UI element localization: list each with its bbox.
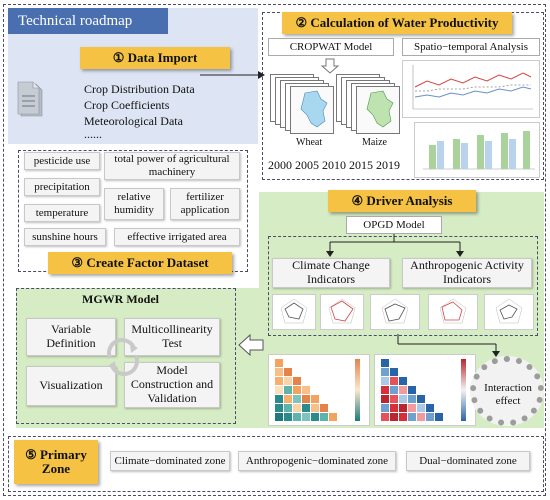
radar-chart-3 xyxy=(370,294,420,330)
mgwr-panel xyxy=(16,288,236,424)
multicollinearity-test-box: Multicollinearity Test xyxy=(124,318,220,356)
interaction-effect-circle xyxy=(470,356,544,426)
opgd-connector xyxy=(300,234,500,258)
visualization-box: Visualization xyxy=(26,366,116,406)
factor-machinery-power: total power of agricultural machinery xyxy=(104,152,240,180)
years-label: 2000 2005 2010 2015 2019 xyxy=(268,158,400,172)
document-icon xyxy=(16,80,46,120)
factor-relative-humidity: relative humidity xyxy=(104,188,164,220)
anthropogenic-indicators-box: Anthropogenic Activity Indicators xyxy=(402,258,532,288)
model-construction-box: Model Construction and Validation xyxy=(124,362,220,408)
bar-chart-mini xyxy=(414,122,540,178)
trend-line-chart xyxy=(402,60,540,118)
maize-label: Maize xyxy=(362,137,387,148)
radar-chart-2 xyxy=(320,294,364,330)
interaction-effect-label: Interaction effect xyxy=(484,382,532,407)
maize-map-stack xyxy=(336,74,406,134)
roadmap-title: Technical roadmap xyxy=(8,8,168,34)
import-item-crop-coefficients: Crop Coefficients xyxy=(84,98,170,112)
roadmap-frame xyxy=(3,4,546,496)
mgwr-title: MGWR Model xyxy=(82,292,159,306)
factor-dataset-heading: ③ Create Factor Dataset xyxy=(48,252,232,274)
zone-dual-dominated: Dual−dominated zone xyxy=(406,451,530,471)
interaction-heatmap-right xyxy=(374,354,476,426)
data-import-heading: ① Data Import xyxy=(80,47,230,69)
variable-definition-box: Variable Definition xyxy=(26,318,116,356)
driver-analysis-heading: ④ Driver Analysis xyxy=(328,190,476,212)
spatio-temporal-box: Spatio−temporal Analysis xyxy=(402,38,540,56)
factor-pesticide-use: pesticide use xyxy=(24,152,100,170)
primary-zone-heading: ⑤ Primary Zone xyxy=(14,440,98,484)
import-item-crop-distribution: Crop Distribution Data xyxy=(84,82,195,96)
opgd-model-box: OPGD Model xyxy=(346,216,442,234)
interaction-heatmap-left xyxy=(268,354,370,426)
import-item-ellipsis: ...... xyxy=(84,127,102,141)
climate-indicators-box: Climate Change Indicators xyxy=(272,258,390,288)
radar-chart-1 xyxy=(272,294,316,330)
indicator-dashed-area xyxy=(268,236,538,336)
wheat-label: Wheat xyxy=(296,137,323,148)
import-to-calc-arrow xyxy=(200,68,266,80)
import-item-meteorological: Meteorological Data xyxy=(84,114,183,128)
cycle-icon xyxy=(102,336,144,378)
radar-chart-5 xyxy=(484,294,534,330)
cropwat-model-box: CROPWAT Model xyxy=(268,38,394,56)
wheat-map-stack xyxy=(270,74,340,134)
zone-climate-dominated: Climate−dominated zone xyxy=(110,451,230,471)
indicators-to-interaction-connector xyxy=(396,334,506,358)
factor-irrigated-area: effective irrigated area xyxy=(114,228,240,246)
down-arrow-icon xyxy=(320,58,340,74)
factor-temperature: temperature xyxy=(24,204,100,222)
radar-chart-4 xyxy=(428,294,478,330)
factor-sunshine-hours: sunshine hours xyxy=(24,228,106,246)
driver-to-mgwr-arrow xyxy=(238,333,264,357)
factor-precipitation: precipitation xyxy=(24,178,100,196)
factor-fertilizer-application: fertilizer application xyxy=(170,188,240,220)
primary-zone-panel xyxy=(8,436,544,492)
zone-anthropogenic-dominated: Anthropogenic−dominated zone xyxy=(238,451,396,471)
water-productivity-heading: ② Calculation of Water Productivity xyxy=(282,12,512,34)
